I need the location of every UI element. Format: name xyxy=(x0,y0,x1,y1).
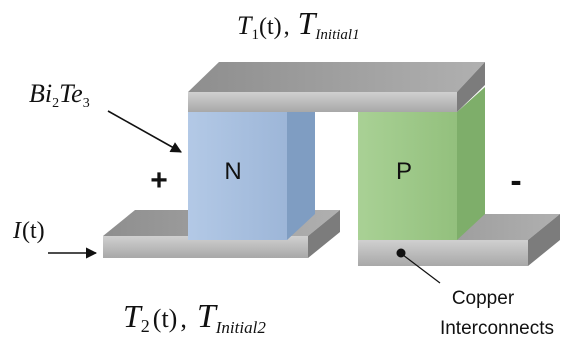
n-leg-side xyxy=(287,87,315,240)
bottom-right-interconnect-front xyxy=(358,240,528,266)
n-leg-front xyxy=(188,112,287,240)
bottom-left-interconnect-front xyxy=(103,236,308,258)
n-leg xyxy=(188,87,315,240)
material-label: Bi2Te3 xyxy=(29,79,90,111)
top-temperature-label: T1(t),TInitial1 xyxy=(237,5,360,43)
n-leg-label: N xyxy=(224,158,241,185)
p-leg xyxy=(358,87,485,240)
bottom-temperature-label: T2(t),TInitial2 xyxy=(123,298,266,337)
top-interconnect-side xyxy=(457,62,485,112)
bottom-left-interconnect-side xyxy=(308,210,340,258)
copper-pointer-line xyxy=(402,254,441,284)
copper-label-line2: Interconnects xyxy=(440,318,554,339)
bottom-right-interconnect-side xyxy=(528,214,560,266)
material-arrow xyxy=(107,110,182,153)
p-leg-side xyxy=(457,87,485,240)
top-interconnect xyxy=(188,62,485,112)
current-label: I(t) xyxy=(12,218,45,244)
top-interconnect-top xyxy=(188,62,485,92)
minus-sign: - xyxy=(510,162,521,200)
copper-label-line1: Copper xyxy=(452,288,515,309)
p-leg-front xyxy=(358,112,457,240)
plus-sign: + xyxy=(150,164,168,197)
top-interconnect-front xyxy=(188,92,457,112)
p-leg-label: P xyxy=(396,158,412,185)
